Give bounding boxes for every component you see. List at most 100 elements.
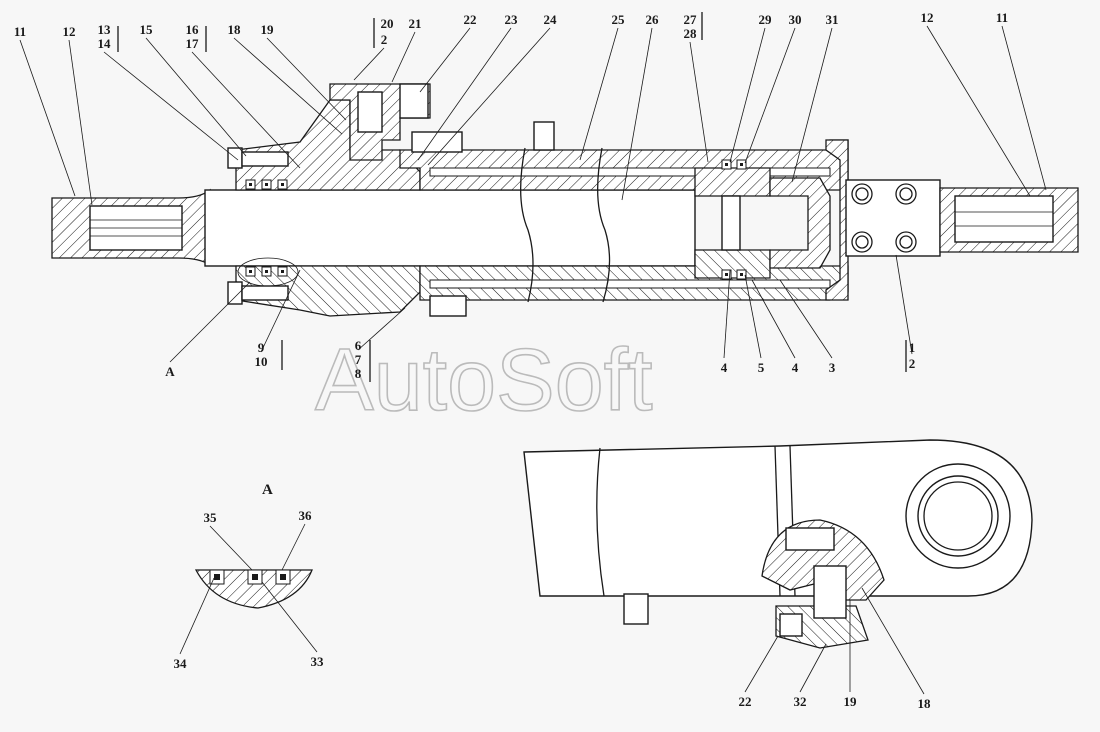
callout-c4b: 4 [792, 360, 799, 375]
flange-block [845, 179, 941, 257]
leader-lines [19, 25, 1047, 695]
leader-c22a [419, 27, 471, 93]
callout-c24: 24 [544, 12, 558, 27]
callout-c2a: 2 [381, 32, 388, 47]
callout-c31: 31 [826, 12, 839, 27]
leader-c28 [689, 41, 709, 163]
detail-a-marker [237, 257, 299, 287]
callout-c27: 27 [684, 12, 698, 27]
callout-c30: 30 [789, 12, 802, 27]
leader-c31 [791, 27, 833, 183]
callout-c32: 32 [794, 694, 807, 709]
leader-c35 [209, 525, 253, 571]
break-line-2 [597, 147, 611, 303]
callout-c13: 13 [98, 22, 112, 37]
leader-c17 [191, 51, 301, 169]
leader-c11b [1001, 25, 1047, 191]
callout-c15: 15 [140, 22, 154, 37]
callout-c18b: 18 [918, 696, 932, 711]
leader-c32 [799, 643, 827, 693]
leader-c18a [233, 37, 343, 135]
callout-c26: 26 [646, 12, 660, 27]
section-port-plug [785, 527, 835, 551]
callout-c21: 21 [409, 16, 422, 31]
leader-c5 [744, 274, 762, 359]
callout-c6: 6 [355, 338, 362, 353]
break-line-1 [520, 147, 534, 303]
leader-c4 [723, 269, 731, 359]
callout-c33: 33 [311, 654, 325, 669]
bolt-shank-lower [241, 285, 289, 301]
leader-c36 [281, 523, 306, 571]
rod-eye-bushing-right [954, 195, 1054, 243]
leader-c12b [926, 25, 1031, 197]
bolt-lower [227, 281, 243, 305]
callout-c12a: 12 [63, 24, 76, 39]
callout-c8: 8 [355, 366, 362, 381]
eye-bushing [917, 475, 999, 557]
piston-upper [694, 167, 771, 197]
callout-c10: 10 [255, 354, 268, 369]
callout-c17: 17 [186, 36, 200, 51]
callout-c16: 16 [186, 22, 200, 37]
callout-c3: 3 [829, 360, 836, 375]
leader-c15 [145, 37, 247, 157]
callout-c19b: 19 [844, 694, 858, 709]
port-plug [399, 83, 429, 119]
leader-c4b [751, 279, 796, 359]
callout-c9: 9 [258, 340, 265, 355]
leader-c34 [179, 577, 215, 655]
leader-c22b [744, 635, 779, 693]
callout-c29: 29 [759, 12, 773, 27]
callout-c34: 34 [174, 656, 188, 671]
tube-lug [533, 121, 555, 151]
leader-cA [169, 281, 251, 363]
callout-c11a: 11 [14, 24, 26, 39]
callout-c14: 14 [98, 36, 112, 51]
leader-c26 [621, 27, 653, 201]
piston-nut [769, 177, 831, 269]
leader-c7 [357, 307, 406, 351]
callout-c2b: 2 [909, 356, 916, 371]
callout-c19a: 19 [261, 22, 275, 37]
leader-c12a [68, 39, 93, 206]
lower-lug [429, 295, 467, 317]
leader-c10 [260, 269, 301, 353]
detail-a-view [194, 569, 313, 609]
piston-core [721, 195, 741, 251]
section-fitting [813, 565, 847, 619]
callout-c36: 36 [299, 508, 313, 523]
piston-seals [721, 159, 747, 280]
callout-c23: 23 [505, 12, 519, 27]
leader-c2b [895, 254, 913, 355]
callout-c18a: 18 [228, 22, 242, 37]
head-seals [245, 179, 288, 277]
piston-lower [694, 249, 771, 279]
port-fitting [357, 91, 383, 133]
upper-lug [411, 131, 463, 153]
leader-c18b [861, 587, 925, 695]
callout-c1: 1 [909, 340, 916, 355]
callout-c5: 5 [758, 360, 765, 375]
callout-c11b: 11 [996, 10, 1008, 25]
leader-c30 [744, 27, 796, 164]
watermark: AutoSoft [315, 330, 653, 429]
callout-c35: 35 [204, 510, 218, 525]
section-lug [623, 593, 649, 625]
main-cylinder-view [51, 12, 1079, 382]
detail-a-title: A [262, 482, 273, 498]
leader-c21 [391, 31, 416, 83]
callout-c22b: 22 [739, 694, 752, 709]
callout-cA: A [165, 364, 175, 379]
leader-c14 [103, 51, 239, 161]
detail-a-seals [209, 569, 291, 585]
leader-c19a [266, 37, 347, 121]
callout-c12b: 12 [921, 10, 934, 25]
section-view [523, 439, 1033, 649]
leader-c23 [417, 27, 512, 161]
section-seal [779, 613, 803, 637]
leader-c25 [579, 27, 619, 161]
